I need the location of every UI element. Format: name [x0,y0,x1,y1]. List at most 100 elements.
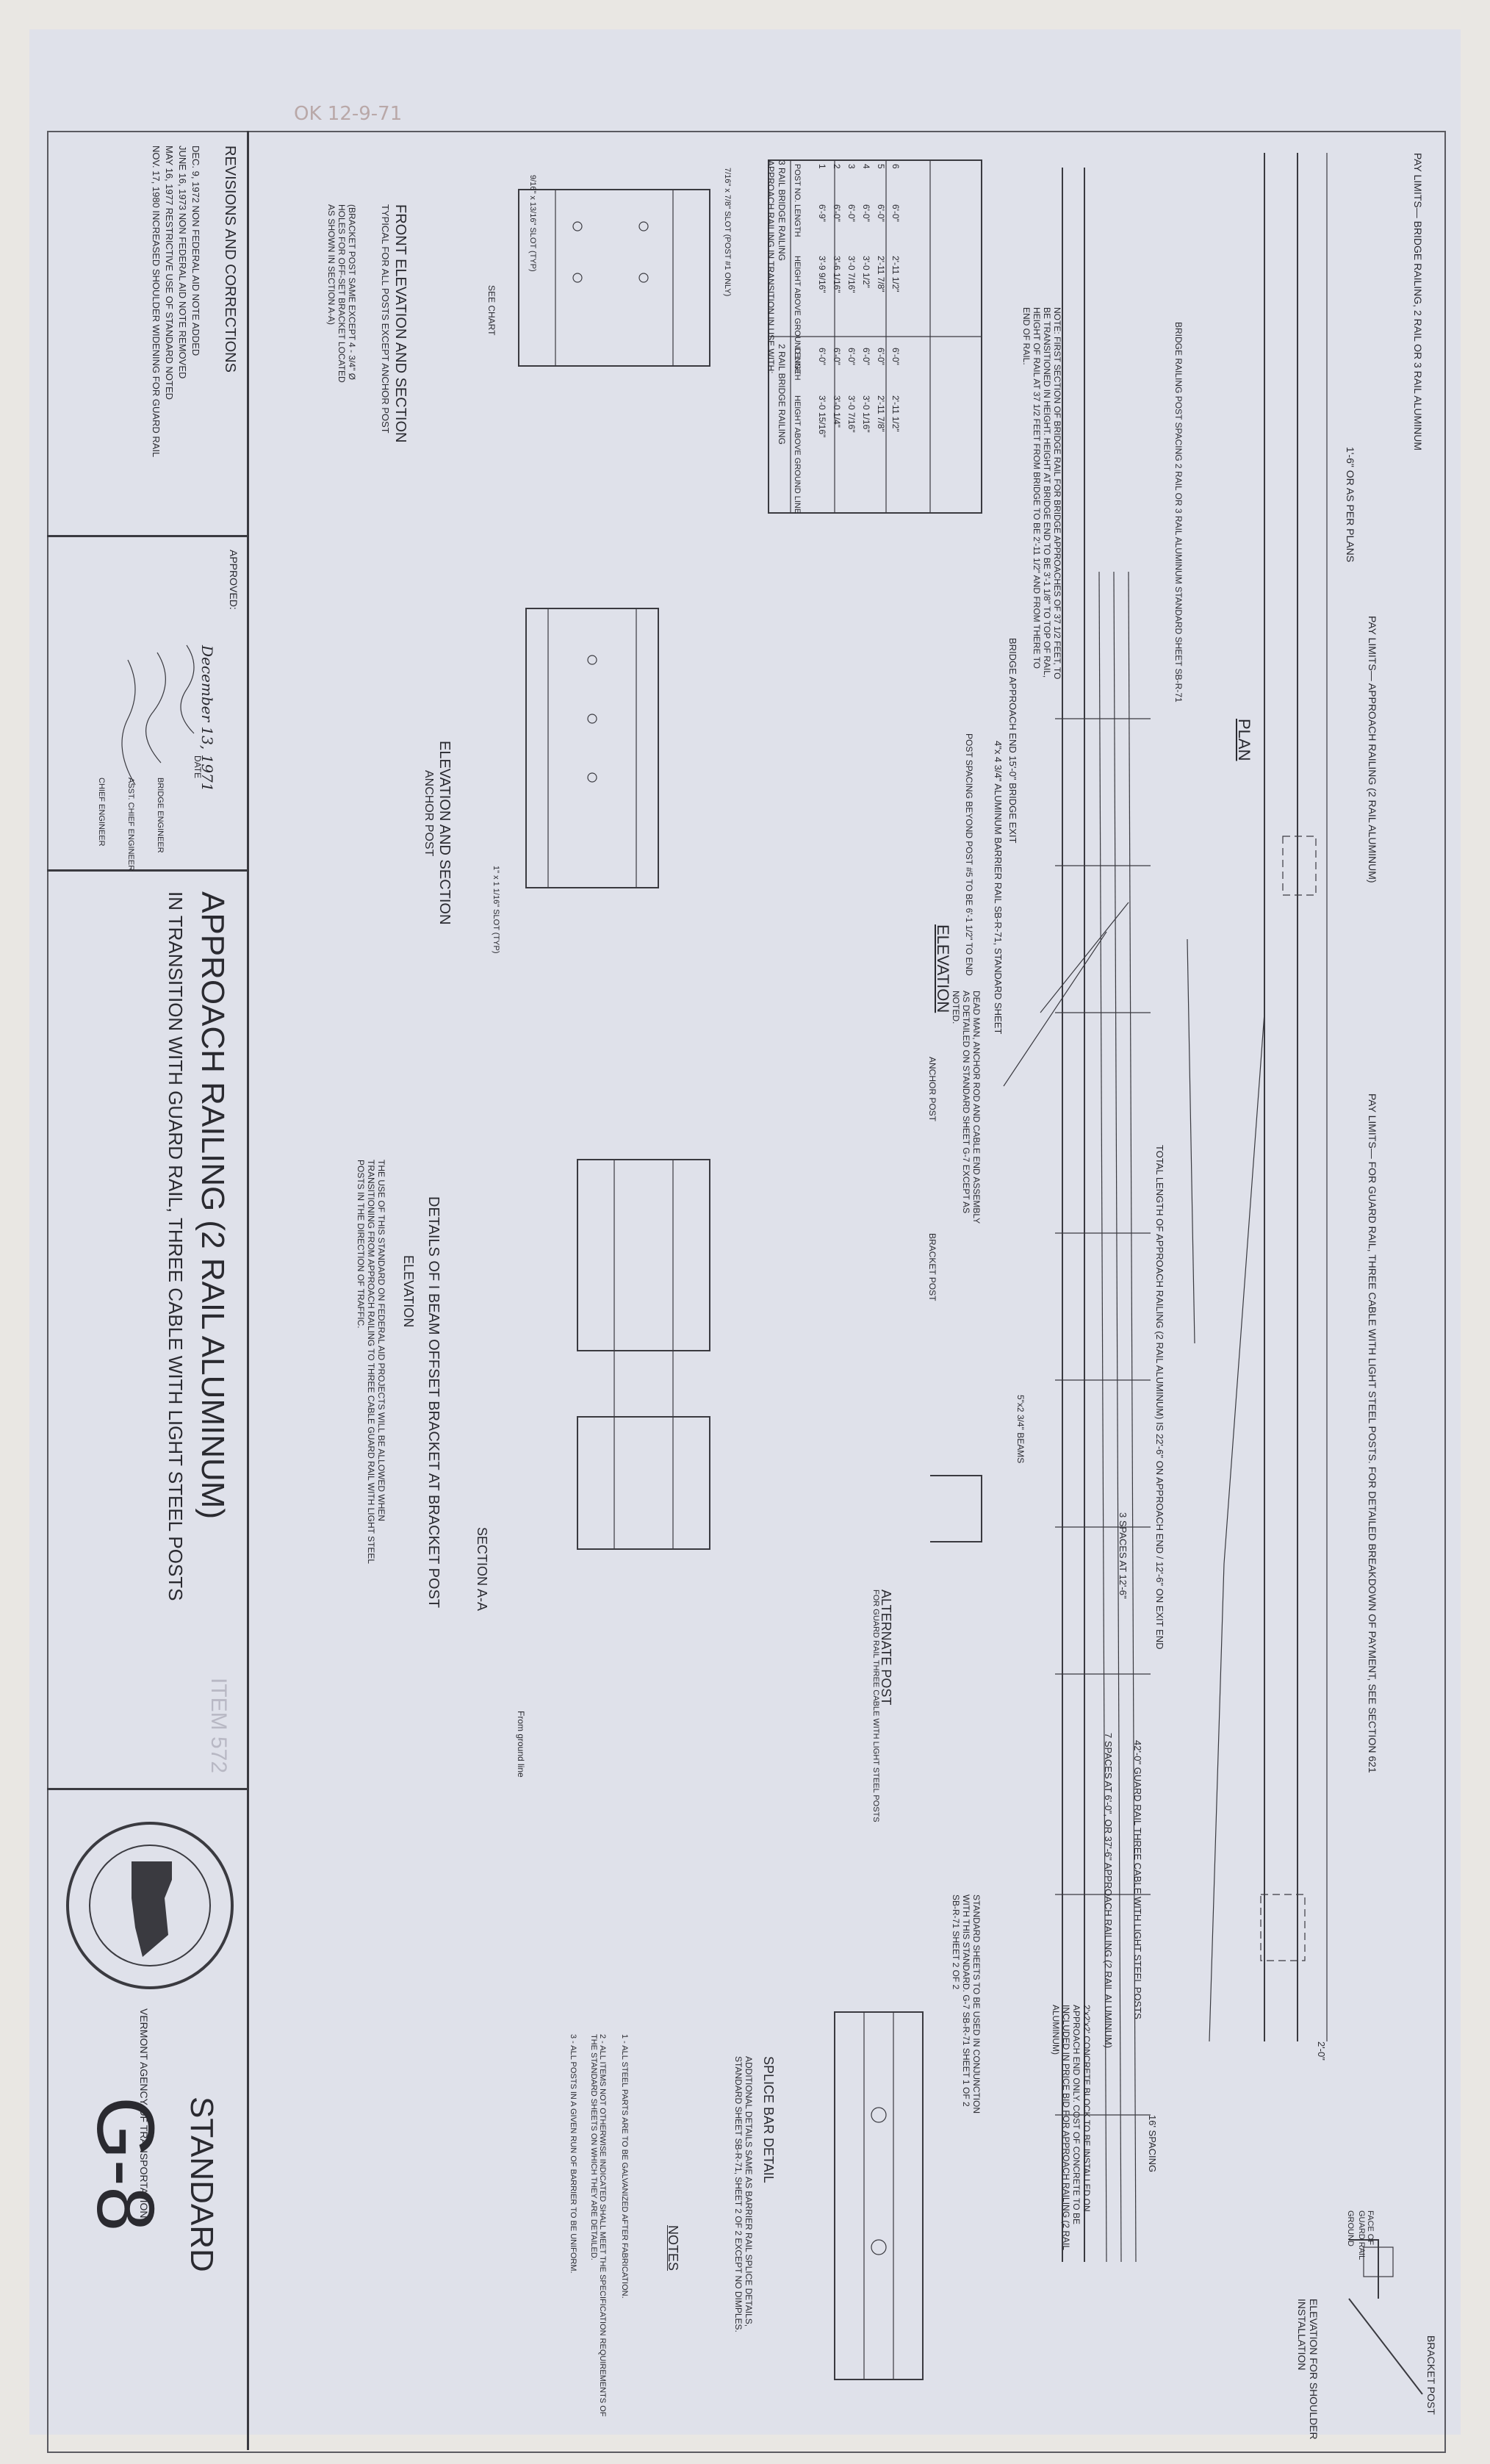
table-row-3-ht-a: 3'-0 7/16" [846,256,857,293]
plan-heading: PLAN [1235,719,1253,761]
table-row-4-len-b: 6'-0" [861,348,871,365]
post-spacing-label: POST SPACING BEYOND POST #5 TO BE 6'-1 1… [964,733,974,976]
front-elevation-title: FRONT ELEVATION AND SECTION [392,204,409,443]
total-length-note: TOTAL LENGTH OF APPROACH RAILING (2 RAIL… [1154,1145,1165,1650]
table-row-4-post: 4 [861,164,871,169]
table-col-height-b: HEIGHT ABOVE GROUND LINE [793,395,802,514]
plan-view [1187,153,1328,2042]
table-row-6-post: 6 [890,164,901,169]
alternate-post-sub: FOR GUARD RAIL THREE CABLE WITH LIGHT ST… [871,1590,880,1822]
spaces-1: 3 SPACES AT 12'-6" [1118,1512,1129,1599]
table-row-6-ht-a: 2'-11 1/2" [890,256,901,292]
table-row-2-ht-b: 3'-0 1/4" [832,395,842,428]
splice-bar-sub: ADDITIONAL DETAILS SAME AS BARRIER RAIL … [733,2056,754,2332]
elevation-note: NOTE: FIRST SECTION OF BRIDGE RAIL FOR B… [1021,307,1062,680]
pay-limits-bridge: PAY LIMITS— BRIDGE RAILING, 2 RAIL OR 3 … [1412,153,1424,451]
signature-2-title: ASST. CHIEF ENGINEER [126,777,135,872]
title-cell: APPROACH RAILING (2 RAIL ALUMINUM) ITEM … [47,869,247,1790]
table-row-1-len-a: 6'-9" [817,204,827,222]
shoulder-install-title: ELEVATION FOR SHOULDER INSTALLATION [1296,2299,1320,2440]
elevation-heading: ELEVATION [934,924,952,1013]
note-3: 3 - ALL POSTS IN A GIVEN RUN OF BARRIER … [569,2034,577,2274]
front-elevation-sub: TYPICAL FOR ALL POSTS EXCEPT ANCHOR POST [380,204,391,434]
plan-note-1-6: 1'-6" OR AS PER PLANS [1345,447,1356,563]
table-row-5-post: 5 [876,164,886,169]
table-row-1-len-b: 6'-0" [817,348,827,365]
i-beam-title: DETAILS OF I BEAM OFFSET BRACKET AT BRAC… [425,1196,442,1609]
table-col-post: POST NO. [793,164,802,203]
table-row-2-post: 2 [832,164,842,169]
revisions-cell: REVISIONS AND CORRECTIONS DEC. 9, 1972 N… [47,131,247,537]
table-row-3-len-a: 6'-0" [846,204,857,222]
ground-line-label: From ground line [516,1711,526,1778]
table-row-4-ht-a: 3'-0 1/2" [861,256,871,288]
standard-cell: VERMONT AGENCY OF TRANSPORTATION STANDAR… [47,1788,247,2449]
table-row-1-ht-a: 3'-9 9/16" [817,256,827,293]
table-row-1-ht-b: 3'-0 15/16" [817,395,827,438]
table-row-2-len-a: 6'-0" [832,204,842,222]
drawing-svg [518,153,1423,2395]
table-row-5-ht-a: 2'-11 7/8" [876,256,886,292]
agency-seal [66,1822,234,1989]
revision-4: NOV. 17, 1980 INCREASED SHOULDER WIDENIN… [151,146,162,458]
two-ft-label: 2'-0" [1316,2041,1327,2061]
signatures [121,644,195,786]
slot-3-label: 1" x 1 1/16" SLOT (TYP) [492,866,500,954]
revision-1: DEC. 9, 1972 NON FEDERAL AID NOTE ADDED [190,146,201,356]
slot-2-label: 9/16" x 13/16" SLOT (TYP) [528,175,537,272]
standard-number: G-8 [80,2097,170,2232]
dead-man-note: DEAD MAN, ANCHOR ROD AND CABLE END ASSEM… [951,991,982,1224]
spacing-16: 16' SPACING [1147,2115,1158,2173]
anchor-post-label: ANCHOR POST [927,1057,937,1122]
drawing-sheet [29,29,1461,2435]
use-note: THE USE OF THIS STANDARD ON FEDERAL AID … [356,1160,386,1564]
approval-cell: APPROVED: December 13, 1971 DATE BRIDGE … [47,535,247,872]
table-row-3-len-b: 6'-0" [846,348,857,365]
table-row-3-ht-b: 3'-0 7/16" [846,395,857,433]
pencil-annotation: OK 12-9-71 [294,103,403,125]
notes-heading: NOTES [666,2225,680,2271]
ground-label: GROUND [1346,2210,1355,2246]
standard-sheets-note: STANDARD SHEETS TO BE USED IN CONJUNCTIO… [951,1894,982,2114]
approved-label: APPROVED: [228,550,240,610]
signature-1-title: BRIDGE ENGINEER [156,777,165,853]
table-row-5-ht-b: 2'-11 7/8" [876,395,886,432]
anchor-elevation-sub: ANCHOR POST [422,770,435,857]
table-col-length-a: LENGTH [793,204,802,237]
item-number: ITEM 572 [206,1678,231,1774]
table-col-length-b: LENGTH [793,348,802,381]
anchor-post-detail [525,608,659,888]
elevation-label: ELEVATION [401,1255,416,1328]
table-row-4-len-a: 6'-0" [861,204,871,222]
table-row-4-ht-b: 3'-0 1/16" [861,395,871,433]
guard-rail-length: 42'-0" GUARD RAIL THREE CABLE WITH LIGHT… [1132,1740,1143,2019]
drawing-subtitle: IN TRANSITION WITH GUARD RAIL, THREE CAB… [165,891,187,1601]
pay-limits-approach: PAY LIMITS— APPROACH RAILING (2 RAIL ALU… [1367,616,1378,883]
shoulder-installation-detail [1348,2239,1423,2395]
note-1: 1 - ALL STEEL PARTS ARE TO BE GALVANIZED… [620,2034,629,2299]
signature-3-title: CHIEF ENGINEER [97,777,106,847]
anchor-elevation-title: ELEVATION AND SECTION [436,741,453,925]
slot-1-label: 7/16" x 7/8" SLOT (POST #1 ONLY) [723,168,732,297]
elevation-posts [1055,718,1151,2116]
table-row-5-len-a: 6'-0" [876,204,886,222]
bracket-post-label: BRACKET POST [927,1233,937,1301]
table-row-1-post: 1 [817,164,827,169]
table-row-3-post: 3 [846,164,857,169]
pay-limits-guard: PAY LIMITS— FOR GUARD RAIL, THREE CABLE … [1367,1093,1378,1773]
table-title: APPROACH RAILING IN TRANSITION IN USE WI… [766,160,776,374]
revisions-heading: REVISIONS AND CORRECTIONS [222,146,238,373]
table-group-b: 2 RAIL BRIDGE RAILING [777,344,787,445]
drawing-title: APPROACH RAILING (2 RAIL ALUMINUM) [195,891,231,1520]
post-chart-table [768,159,982,514]
standard-label: STANDARD [184,2097,220,2272]
elevation-view [1003,168,1137,2263]
table-row-6-len-b: 6'-0" [890,348,901,365]
front-elevation-detail [518,189,710,367]
revision-2: JUNE 16, 1973 NON FEDERAL AID NOTE REMOV… [177,146,188,379]
alternate-post-title: ALTERNATE POST [879,1590,893,1706]
see-chart-label: SEE CHART [486,285,497,336]
face-guard-rail-label: FACE OF GUARD RAIL [1357,2210,1375,2260]
concrete-block-note: 2'x2'x2' CONCRETE BLOCK TO BE INSTALLED … [1051,2005,1092,2250]
bridge-approach-end: BRIDGE APPROACH END 15'-0" BRIDGE EXIT [1007,638,1018,844]
